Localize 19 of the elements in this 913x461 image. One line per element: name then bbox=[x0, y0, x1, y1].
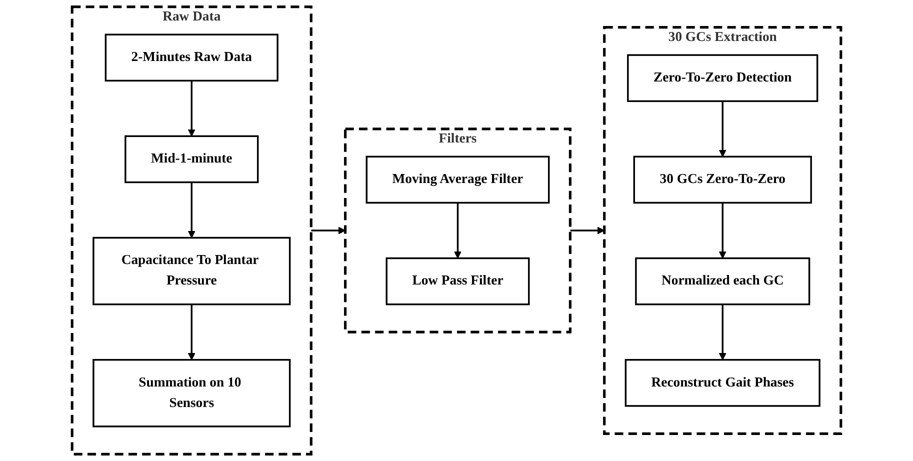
node-box: Summation on 10 Sensors bbox=[92, 358, 291, 428]
node-box: 30 GCs Zero-To-Zero bbox=[633, 156, 812, 204]
node-box: Capacitance To Plantar Pressure bbox=[92, 236, 291, 306]
arrow bbox=[188, 80, 196, 136]
arrow bbox=[570, 226, 605, 234]
arrow bbox=[718, 304, 726, 360]
arrow bbox=[188, 304, 196, 360]
node-box: Low Pass Filter bbox=[386, 257, 530, 306]
node-box: 2-Minutes Raw Data bbox=[104, 34, 278, 82]
node-box: Zero-To-Zero Detection bbox=[627, 54, 818, 102]
arrow bbox=[188, 182, 196, 238]
arrow bbox=[311, 226, 346, 234]
node-box: Normalized each GC bbox=[635, 257, 810, 306]
node-box: Moving Average Filter bbox=[366, 156, 550, 204]
arrow bbox=[718, 101, 726, 157]
node-box: Reconstruct Gait Phases bbox=[624, 358, 820, 407]
arrow bbox=[718, 202, 726, 259]
arrow bbox=[454, 202, 462, 259]
node-box: Mid-1-minute bbox=[124, 135, 259, 184]
